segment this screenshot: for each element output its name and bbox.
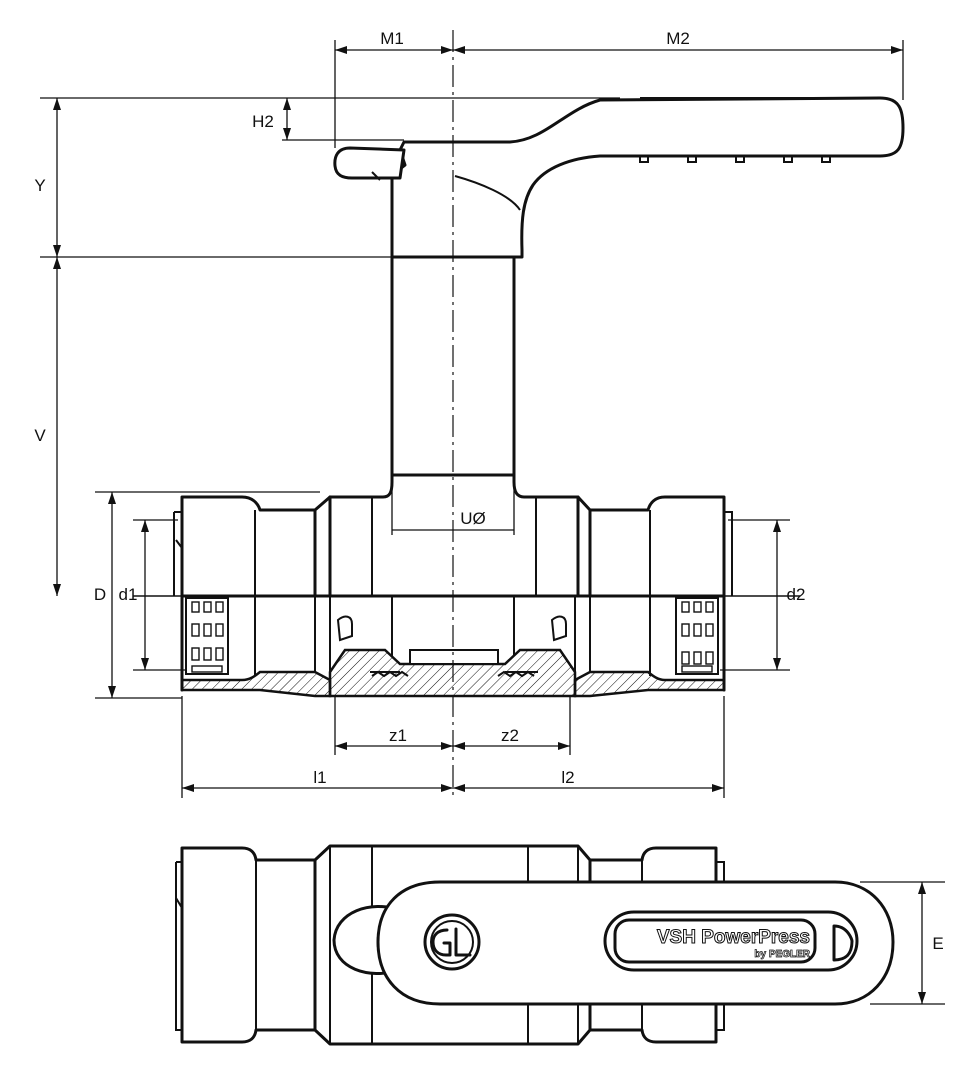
dimension-lines <box>40 30 945 1005</box>
valve-body-upper <box>328 473 580 598</box>
label-d1: d1 <box>119 585 138 604</box>
brand-line-1: VSH PowerPress <box>657 927 810 948</box>
sleeve-section-right <box>573 670 726 698</box>
side-view <box>133 96 905 698</box>
brand-line-2: by PEGLER <box>754 949 810 960</box>
top-view: VSH PowerPress by PEGLER <box>175 844 895 1046</box>
seal-left <box>336 615 353 642</box>
left-grip-ring <box>185 597 229 675</box>
dimension-labels: M1 M2 H2 Y V UØ D d1 d2 z1 z2 l1 l2 E <box>34 29 943 953</box>
label-l1: l1 <box>313 768 326 787</box>
lever-grip-ridges <box>639 97 840 163</box>
brand-plate-cap <box>832 924 854 962</box>
right-grip-ring <box>675 597 719 675</box>
top-left-sleeve <box>180 846 317 1044</box>
label-h2: H2 <box>252 112 274 131</box>
seal-right <box>550 615 567 642</box>
label-d: D <box>94 585 106 604</box>
label-z1: z1 <box>389 726 407 745</box>
label-l2: l2 <box>561 768 574 787</box>
lever-handle <box>390 96 905 259</box>
ball-seat <box>409 649 499 665</box>
label-y: Y <box>34 176 45 195</box>
label-u: UØ <box>460 509 486 528</box>
label-m1: M1 <box>380 29 404 48</box>
brand-plate-inner <box>613 918 817 964</box>
label-d2: d2 <box>787 585 806 604</box>
gas-flame-logo-icon <box>423 913 481 971</box>
label-v: V <box>34 426 46 445</box>
label-e: E <box>932 934 943 953</box>
label-z2: z2 <box>501 726 519 745</box>
sleeve-section-left <box>180 670 332 698</box>
label-m2: M2 <box>666 29 690 48</box>
right-press-sleeve-upper <box>588 495 726 598</box>
left-press-sleeve-upper <box>180 495 317 598</box>
lever-stop-stub <box>333 146 406 180</box>
